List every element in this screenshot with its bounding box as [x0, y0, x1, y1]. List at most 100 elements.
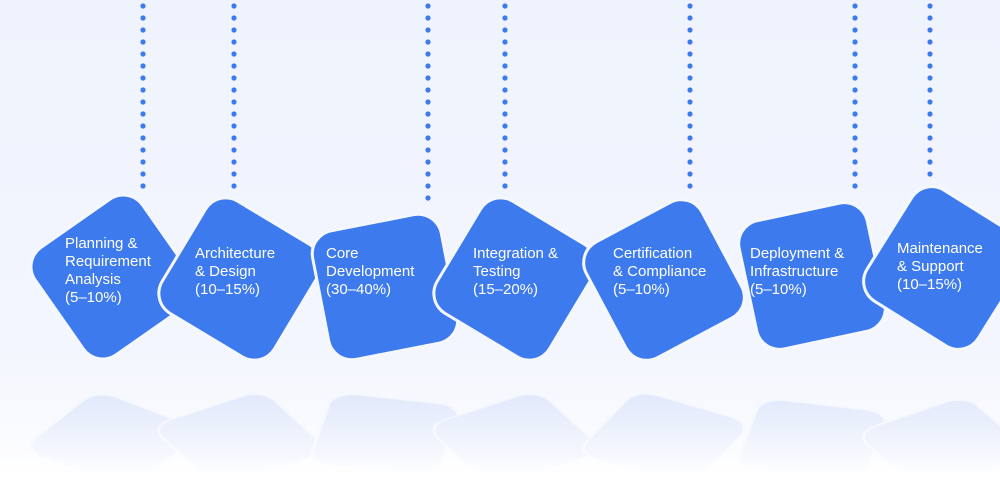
phase-share: (5–10%) — [65, 289, 122, 306]
string-core — [425, 3, 431, 201]
string-dot — [231, 123, 237, 129]
string-dot — [502, 27, 508, 33]
string-dot — [425, 51, 431, 57]
string-dot — [927, 87, 933, 93]
string-dot — [927, 99, 933, 105]
string-dot — [425, 99, 431, 105]
string-dot — [852, 159, 858, 165]
string-dot — [687, 15, 693, 21]
string-dot — [425, 75, 431, 81]
string-dot — [231, 183, 237, 189]
phase-title-line: Deployment & — [750, 245, 844, 262]
string-dot — [852, 171, 858, 177]
phase-share: (5–10%) — [750, 281, 807, 298]
phase-title-line: Development — [326, 263, 415, 280]
phase-title-line: Infrastructure — [750, 263, 838, 280]
string-integration — [502, 3, 508, 189]
string-dot — [140, 51, 146, 57]
string-dot — [852, 63, 858, 69]
string-dot — [502, 99, 508, 105]
string-dot — [140, 3, 146, 9]
string-dot — [687, 27, 693, 33]
string-dot — [927, 159, 933, 165]
card-shape — [582, 198, 746, 362]
string-dot — [852, 39, 858, 45]
string-dot — [231, 159, 237, 165]
string-dot — [231, 135, 237, 141]
string-dot — [687, 171, 693, 177]
string-dot — [425, 63, 431, 69]
string-dot — [852, 87, 858, 93]
phase-share: (10–15%) — [897, 276, 962, 293]
phase-title-line: Analysis — [65, 271, 121, 288]
string-dot — [687, 159, 693, 165]
string-dot — [852, 183, 858, 189]
phase-title-line: Maintenance — [897, 240, 983, 257]
string-dot — [140, 183, 146, 189]
string-dot — [927, 171, 933, 177]
string-dot — [140, 123, 146, 129]
string-dot — [927, 63, 933, 69]
card-shape — [29, 193, 197, 361]
string-dot — [425, 171, 431, 177]
string-dot — [231, 15, 237, 21]
string-dot — [231, 147, 237, 153]
string-planning — [140, 3, 146, 189]
phase-card-maintenance: Maintenance& Support(10–15%) — [862, 185, 1000, 351]
string-dot — [425, 15, 431, 21]
string-dot — [502, 183, 508, 189]
string-architecture — [231, 3, 237, 189]
string-dot — [231, 111, 237, 117]
string-dot — [927, 3, 933, 9]
phase-title-line: Architecture — [195, 245, 275, 262]
string-dot — [852, 51, 858, 57]
string-deployment — [852, 3, 858, 189]
string-dot — [502, 135, 508, 141]
phase-share: (15–20%) — [473, 281, 538, 298]
string-dot — [140, 63, 146, 69]
string-dot — [927, 111, 933, 117]
string-dot — [687, 75, 693, 81]
string-dot — [425, 147, 431, 153]
string-dot — [852, 15, 858, 21]
reflection-fade — [0, 382, 1000, 500]
string-dot — [502, 87, 508, 93]
string-dot — [231, 63, 237, 69]
string-dot — [425, 159, 431, 165]
phase-card-integration: Integration &Testing(15–20%) — [432, 196, 598, 362]
string-dot — [502, 159, 508, 165]
string-dot — [140, 99, 146, 105]
card-shape — [862, 185, 1000, 351]
string-dot — [687, 87, 693, 93]
string-dot — [852, 99, 858, 105]
string-dot — [687, 39, 693, 45]
string-dot — [140, 15, 146, 21]
string-dot — [927, 39, 933, 45]
string-dot — [927, 75, 933, 81]
phase-title-line: Core — [326, 245, 359, 262]
string-dot — [927, 51, 933, 57]
string-dot — [502, 75, 508, 81]
phase-title-line: Requirement — [65, 253, 152, 270]
string-dot — [425, 195, 431, 201]
string-dot — [852, 27, 858, 33]
phase-share: (10–15%) — [195, 281, 260, 298]
string-dot — [687, 147, 693, 153]
string-dot — [927, 15, 933, 21]
phase-title-line: Planning & — [65, 235, 138, 252]
string-dot — [425, 27, 431, 33]
string-dot — [502, 111, 508, 117]
string-dot — [140, 111, 146, 117]
string-dot — [231, 27, 237, 33]
string-dot — [502, 39, 508, 45]
phase-card-certification: Certification& Compliance(5–10%) — [582, 198, 746, 362]
phase-title-line: Integration & — [473, 245, 558, 262]
string-dot — [231, 99, 237, 105]
string-dot — [140, 87, 146, 93]
string-dot — [502, 63, 508, 69]
string-dot — [927, 123, 933, 129]
string-dot — [687, 135, 693, 141]
string-dot — [852, 123, 858, 129]
phase-title-line: & Compliance — [613, 263, 706, 280]
string-dot — [231, 51, 237, 57]
